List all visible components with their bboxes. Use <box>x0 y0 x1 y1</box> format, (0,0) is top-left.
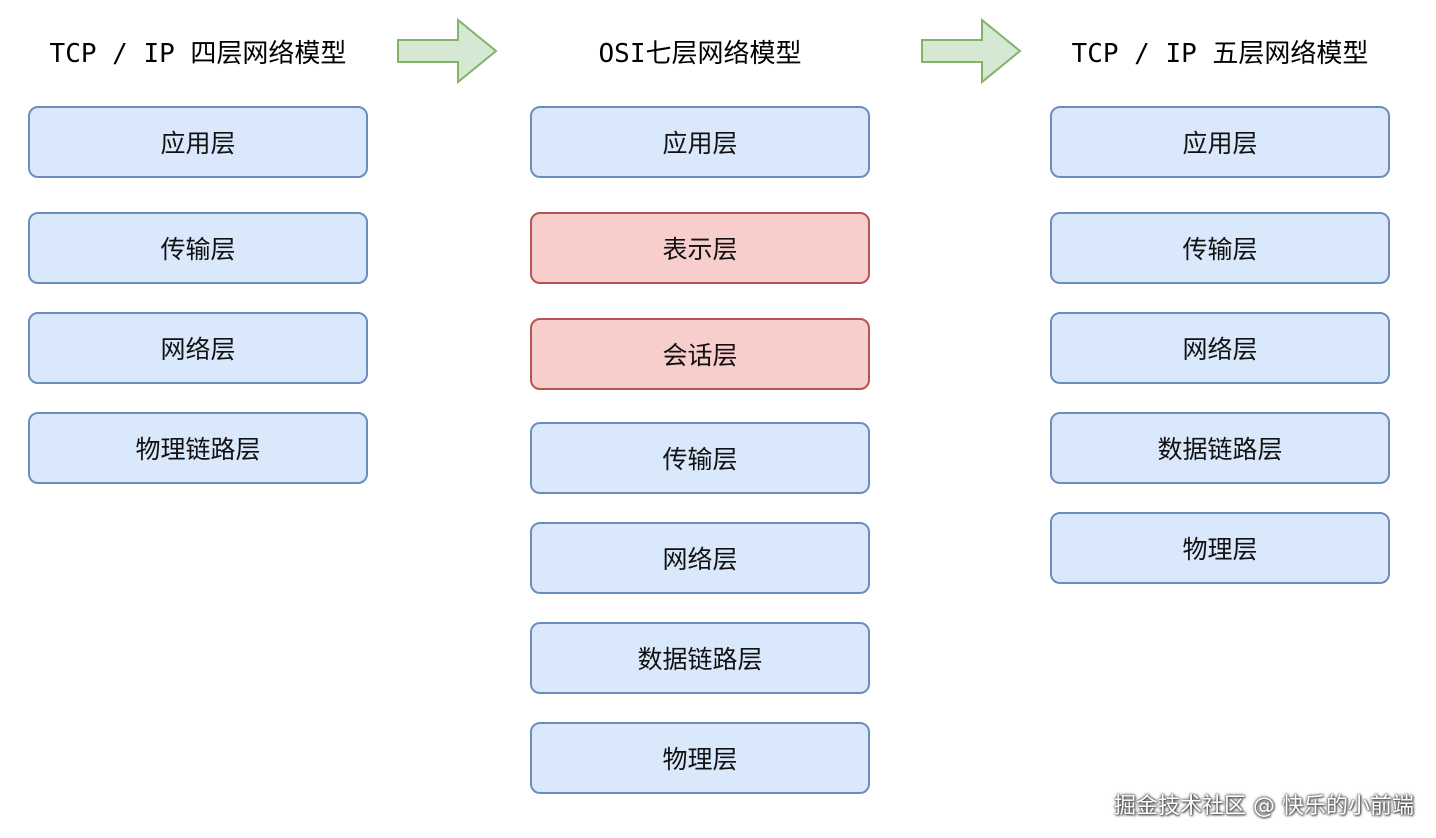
osi7-layer-network: 网络层 <box>530 522 870 594</box>
tcpip5-title: TCP / IP 五层网络模型 <box>1071 39 1369 69</box>
right-arrow-icon <box>921 18 1022 84</box>
right-arrow-icon <box>397 18 498 84</box>
tcpip4-layer-network: 网络层 <box>28 312 368 384</box>
tcpip5-layer-application: 应用层 <box>1050 106 1390 178</box>
tcpip4-layer-application: 应用层 <box>28 106 368 178</box>
osi7-layer-data-link: 数据链路层 <box>530 622 870 694</box>
tcpip5-layer-transport: 传输层 <box>1050 212 1390 284</box>
tcpip5-layer-physical: 物理层 <box>1050 512 1390 584</box>
osi7-title: OSI七层网络模型 <box>598 39 802 69</box>
osi7-layer-physical: 物理层 <box>530 722 870 794</box>
tcpip5-layer-data-link: 数据链路层 <box>1050 412 1390 484</box>
osi7-layer-application: 应用层 <box>530 106 870 178</box>
osi7-layer-presentation: 表示层 <box>530 212 870 284</box>
osi7-layer-transport: 传输层 <box>530 422 870 494</box>
tcpip4-layer-physical-link: 物理链路层 <box>28 412 368 484</box>
tcpip4-layer-transport: 传输层 <box>28 212 368 284</box>
watermark: 掘金技术社区 @ 快乐的小前端 <box>1114 794 1414 819</box>
tcpip4-title: TCP / IP 四层网络模型 <box>49 39 347 69</box>
tcpip5-layer-network: 网络层 <box>1050 312 1390 384</box>
osi7-layer-session: 会话层 <box>530 318 870 390</box>
